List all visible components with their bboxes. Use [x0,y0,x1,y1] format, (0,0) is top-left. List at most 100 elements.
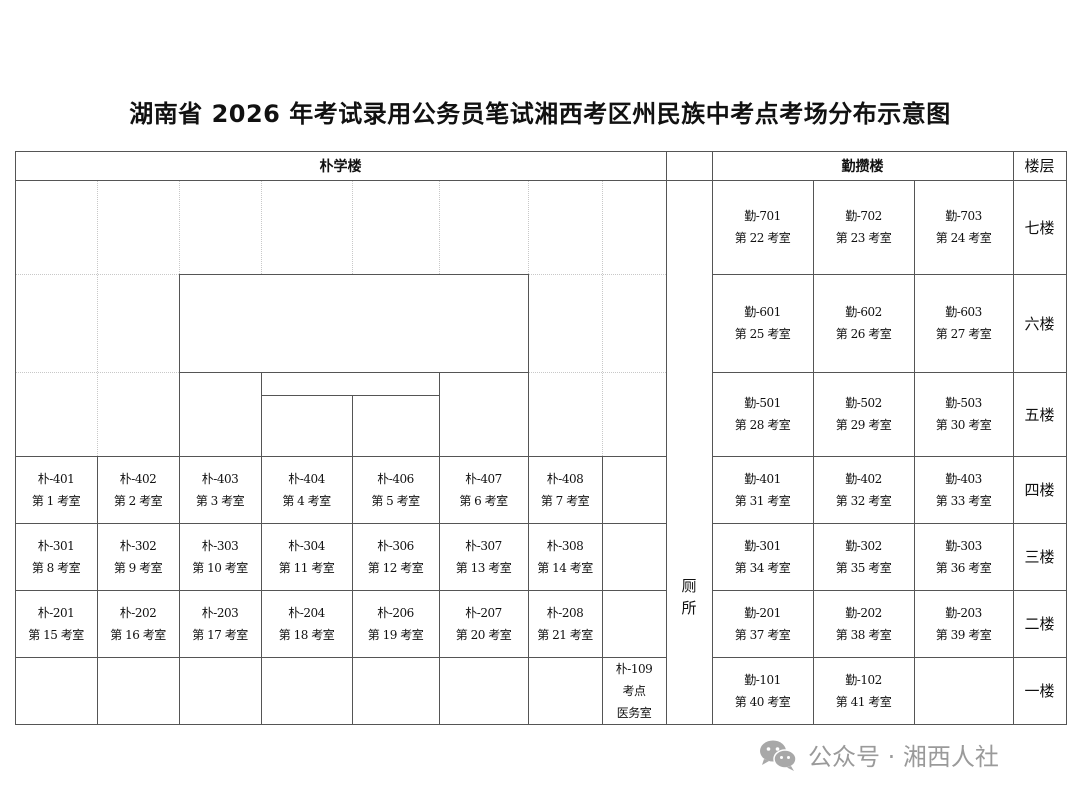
grid-line [261,372,262,725]
grid-line [352,395,353,725]
wechat-icon [758,738,798,772]
guide-line [439,181,440,274]
room-code: 勤-302 [845,538,882,553]
room-code: 勤-102 [845,672,882,687]
room-code: 朴-307 [465,538,502,553]
room-name: 第 21 考室 [537,627,593,642]
watermark: 公众号 · 湘西人社 [758,737,999,772]
room-name: 第 39 考室 [935,627,992,642]
guide-line [179,181,180,274]
exam-room-cell: 朴-208 第 21 考室 [528,590,602,657]
room-name: 第 9 考室 [113,560,163,575]
floor-label-6: 六楼 [1024,314,1055,333]
room-name: 第 7 考室 [540,493,590,508]
guide-line [528,181,529,274]
room-name: 第 25 考室 [734,327,791,341]
grid-line [712,372,1066,373]
room-name: 第 36 考室 [935,560,992,575]
room-code: 朴-301 [37,538,75,553]
room-code: 朴-306 [377,538,414,553]
exam-room-cell: 朴-403 第 3 考室 [179,456,261,523]
room-name: 第 23 考室 [835,231,892,245]
grid-line [1066,151,1067,725]
room-code: 勤-201 [744,605,781,620]
exam-room-cell: 朴-206 第 19 考室 [352,590,439,657]
room-name: 第 26 考室 [835,327,892,341]
room-name: 第 40 考室 [734,694,791,709]
room-code: 朴-201 [37,605,75,620]
room-name: 第 37 考室 [734,627,791,642]
room-code: 朴-208 [546,605,584,620]
grid-line [439,372,440,725]
exam-room-cell: 勤-703 第 24 考室 [914,180,1013,274]
room-code: 朴-303 [201,538,239,553]
room-code: 朴-109 [615,661,653,676]
grid-line [15,590,666,591]
room-code: 朴-403 [201,471,239,486]
exam-room-cell: 朴-407 第 6 考室 [439,456,528,523]
toilet-char-2: 所 [681,599,697,617]
room-name: 第 19 考室 [367,627,424,642]
page-title: 湖南省 2026 年考试录用公务员笔试湘西考区州民族中考点考场分布示意图 [129,100,951,128]
room-name: 第 20 考室 [455,627,512,642]
exam-room-cell: 朴-302 第 9 考室 [97,523,179,590]
room-code: 勤-202 [845,605,882,620]
room-name: 第 8 考室 [31,560,81,575]
room-name: 第 32 考室 [835,493,892,508]
room-name: 第 13 考室 [455,560,512,575]
grid-line [179,372,529,373]
room-name: 第 6 考室 [459,493,508,508]
room-name: 医务室 [616,705,652,720]
room-name: 第 5 考室 [371,493,420,508]
room-code: 朴-302 [119,538,157,553]
grid-line [261,395,440,396]
room-code: 朴-204 [288,605,325,620]
room-code: 朴-308 [546,538,584,553]
grid-line [1013,151,1014,725]
room-code: 勤-502 [845,396,882,410]
grid-line [666,151,667,725]
room-name: 第 24 考室 [935,231,992,245]
room-name: 第 16 考室 [110,627,166,642]
room-name: 第 28 考室 [734,418,791,432]
guide-line [602,181,603,456]
room-note: 考点 [622,683,646,698]
grid-line [97,456,98,725]
room-code: 勤-601 [744,305,781,319]
room-code: 勤-503 [945,396,982,410]
room-code: 朴-406 [377,471,414,486]
grid-line [712,274,1066,275]
room-name: 第 17 考室 [192,627,248,642]
room-name: 第 3 考室 [195,493,245,508]
grid-line [528,274,529,725]
room-name: 第 27 考室 [935,327,992,341]
room-code: 勤-703 [945,209,982,223]
room-code: 朴-407 [465,471,502,486]
room-code: 朴-401 [37,471,75,486]
room-name: 第 2 考室 [113,493,163,508]
room-name: 第 12 考室 [367,560,424,575]
exam-room-cell: 朴-307 第 13 考室 [439,523,528,590]
room-name: 第 30 考室 [935,418,992,432]
room-code: 朴-206 [377,605,414,620]
room-code: 朴-408 [546,471,584,486]
medical-room-cell: 朴-109 考点 医务室 [602,657,666,724]
toilet-label: 厕 所 [666,557,712,637]
